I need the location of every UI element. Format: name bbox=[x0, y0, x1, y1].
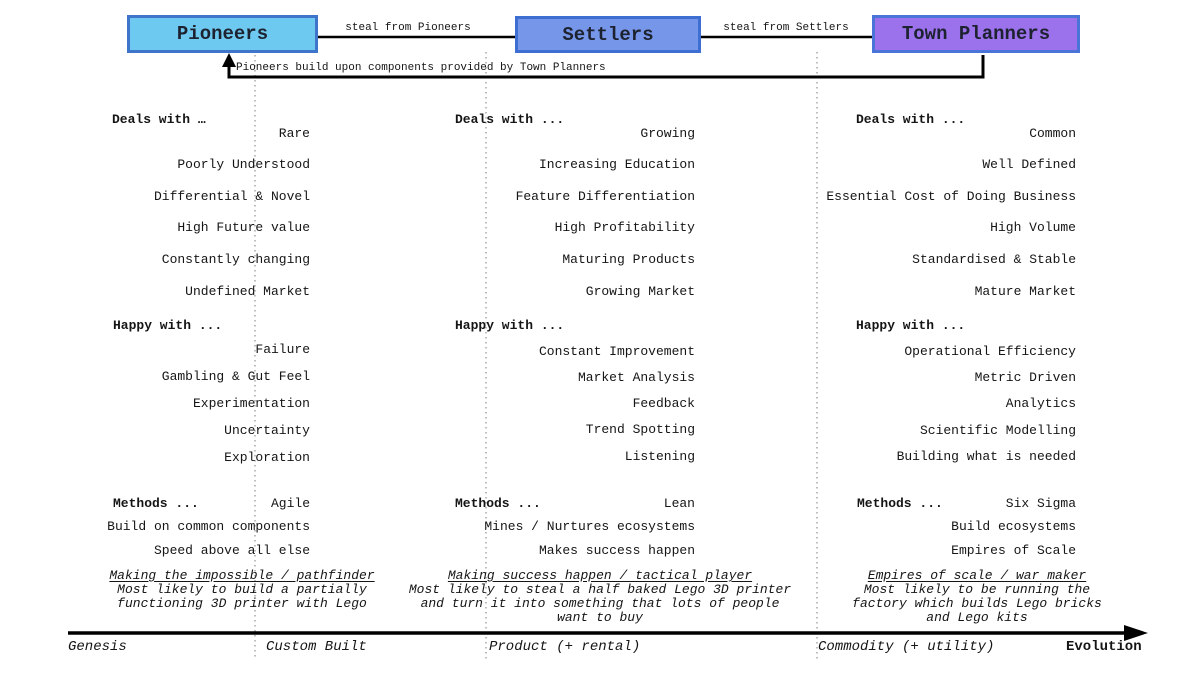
list-item: Increasing Education bbox=[538, 157, 695, 172]
list-item: High Volume bbox=[990, 220, 1076, 235]
list-item: Exploration bbox=[224, 450, 310, 465]
list-item: High Profitability bbox=[554, 220, 695, 235]
list-item: Constantly changing bbox=[161, 252, 310, 267]
evolution-axis-label: Evolution bbox=[1066, 639, 1142, 655]
list-item: Agile bbox=[270, 496, 310, 511]
settlers-box: Settlers bbox=[515, 16, 701, 53]
list-item: Build on common components bbox=[107, 519, 310, 534]
pioneers-happy-header: Happy with ... bbox=[113, 318, 223, 333]
list-item: Metric Driven bbox=[974, 370, 1076, 385]
pioneers-summary: Making the impossible / pathfinder Most … bbox=[32, 569, 452, 611]
summary-line: Most likely to steal a half baked Lego 3… bbox=[408, 582, 792, 597]
list-item: Common bbox=[1029, 126, 1076, 141]
town-planners-summary: Empires of scale / war maker Most likely… bbox=[767, 569, 1187, 625]
settlers-happy-header: Happy with ... bbox=[455, 318, 565, 333]
list-item: Feature Differentiation bbox=[515, 189, 695, 204]
list-item: Market Analysis bbox=[577, 370, 695, 385]
list-item: Makes success happen bbox=[538, 543, 695, 558]
summary-line: factory which builds Lego bricks bbox=[852, 596, 1102, 611]
list-item: High Future value bbox=[177, 220, 310, 235]
pioneers-deals-header: Deals with … bbox=[112, 112, 206, 127]
pioneers-methods-header: Methods ... bbox=[113, 496, 199, 511]
pioneers-tagline: Making the impossible / pathfinder bbox=[109, 568, 375, 583]
list-item: Experimentation bbox=[192, 396, 310, 411]
list-item: Feedback bbox=[632, 396, 695, 411]
steal-from-pioneers-label: steal from Pioneers bbox=[345, 22, 471, 34]
town-planners-deals-header: Deals with ... bbox=[856, 112, 966, 127]
summary-line: Most likely to be running the bbox=[863, 582, 1091, 597]
settlers-tagline: Making success happen / tactical player bbox=[447, 568, 753, 583]
summary-line: and turn it into something that lots of … bbox=[420, 596, 780, 611]
list-item: Scientific Modelling bbox=[919, 423, 1076, 438]
list-item: Listening bbox=[624, 449, 695, 464]
list-item: Six Sigma bbox=[1005, 496, 1076, 511]
town-planners-happy-header: Happy with ... bbox=[856, 318, 966, 333]
list-item: Mature Market bbox=[974, 284, 1076, 299]
steal-from-settlers-label: steal from Settlers bbox=[723, 22, 849, 34]
list-item: Standardised & Stable bbox=[912, 252, 1076, 267]
list-item: Poorly Understood bbox=[177, 157, 310, 172]
list-item: Mines / Nurtures ecosystems bbox=[484, 519, 695, 534]
settlers-methods-header: Methods ... bbox=[455, 496, 541, 511]
axis-stage-custom-built: Custom Built bbox=[266, 639, 367, 655]
list-item: Trend Spotting bbox=[585, 422, 695, 437]
feedback-loop-label: Pioneers build upon components provided … bbox=[236, 62, 606, 74]
list-item: Rare bbox=[278, 126, 310, 141]
list-item: Gambling & Gut Feel bbox=[161, 369, 310, 384]
list-item: Constant Improvement bbox=[538, 344, 695, 359]
list-item: Well Defined bbox=[982, 157, 1076, 172]
list-item: Essential Cost of Doing Business bbox=[826, 189, 1076, 204]
pioneers-box: Pioneers bbox=[127, 15, 318, 53]
settlers-deals-header: Deals with ... bbox=[455, 112, 565, 127]
list-item: Speed above all else bbox=[153, 543, 310, 558]
axis-stage-genesis: Genesis bbox=[68, 639, 127, 655]
town-planners-tagline: Empires of scale / war maker bbox=[867, 568, 1087, 583]
summary-line: functioning 3D printer with Lego bbox=[117, 596, 367, 611]
list-item: Failure bbox=[255, 342, 310, 357]
town-planners-methods-header: Methods ... bbox=[857, 496, 943, 511]
summary-line: want to buy bbox=[557, 610, 643, 625]
list-item: Empires of Scale bbox=[951, 543, 1076, 558]
list-item: Lean bbox=[663, 496, 695, 511]
axis-stage-product: Product (+ rental) bbox=[489, 639, 641, 655]
list-item: Growing bbox=[640, 126, 695, 141]
list-item: Maturing Products bbox=[562, 252, 695, 267]
summary-line: and Lego kits bbox=[926, 610, 1028, 625]
list-item: Analytics bbox=[1005, 396, 1076, 411]
list-item: Building what is needed bbox=[896, 449, 1076, 464]
axis-stage-commodity: Commodity (+ utility) bbox=[818, 639, 995, 655]
town-planners-box: Town Planners bbox=[872, 15, 1080, 53]
settlers-summary: Making success happen / tactical player … bbox=[390, 569, 810, 625]
list-item: Differential & Novel bbox=[153, 189, 310, 204]
list-item: Uncertainty bbox=[224, 423, 310, 438]
list-item: Build ecosystems bbox=[951, 519, 1076, 534]
summary-line: Most likely to build a partially bbox=[117, 582, 367, 597]
list-item: Undefined Market bbox=[185, 284, 310, 299]
list-item: Operational Efficiency bbox=[904, 344, 1076, 359]
list-item: Growing Market bbox=[585, 284, 695, 299]
